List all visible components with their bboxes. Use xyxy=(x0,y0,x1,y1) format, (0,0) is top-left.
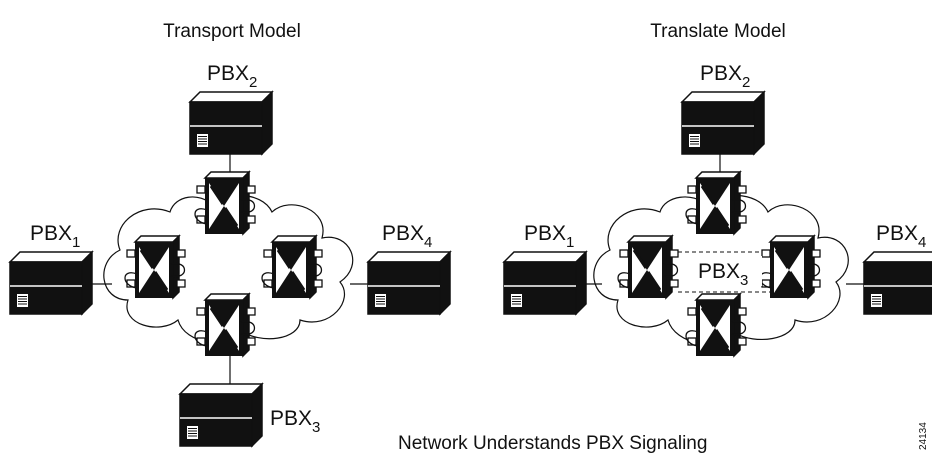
figure-id: 24134 xyxy=(918,422,929,450)
transport-pbx1-box xyxy=(9,251,93,315)
figure-caption: Network Understands PBX Signaling xyxy=(398,433,707,454)
transport-pbx3-box xyxy=(179,383,263,447)
transport-title: Transport Model xyxy=(163,21,301,42)
transport-pbx1-label: PBX1 xyxy=(30,222,80,251)
transport-network-cloud xyxy=(103,194,354,343)
translate-pbx4-box xyxy=(863,251,932,315)
transport-pbx4-box xyxy=(367,251,451,315)
translate-model: Translate Model PBX2 PBX1 PBX4 xyxy=(503,21,932,358)
transport-pbx4-label: PBX4 xyxy=(382,222,432,251)
translate-pbx3-label-bg xyxy=(696,256,762,286)
translate-pbx1-label: PBX1 xyxy=(524,222,574,251)
translate-pbx2-label: PBX2 xyxy=(700,62,750,91)
transport-pbx2-label: PBX2 xyxy=(207,62,257,91)
transport-model: Transport Model PBX2 PBX1 PBX4 xyxy=(9,21,451,447)
translate-pbx1-box xyxy=(503,251,587,315)
translate-pbx2-box xyxy=(681,91,765,155)
transport-pbx3-label: PBX3 xyxy=(270,407,320,436)
translate-pbx3-label: PBX3 xyxy=(698,260,748,289)
translate-title: Translate Model xyxy=(650,21,786,42)
transport-pbx2-box xyxy=(189,91,273,155)
translate-dashed-links xyxy=(678,251,772,293)
translate-pbx4-label: PBX4 xyxy=(876,222,926,251)
